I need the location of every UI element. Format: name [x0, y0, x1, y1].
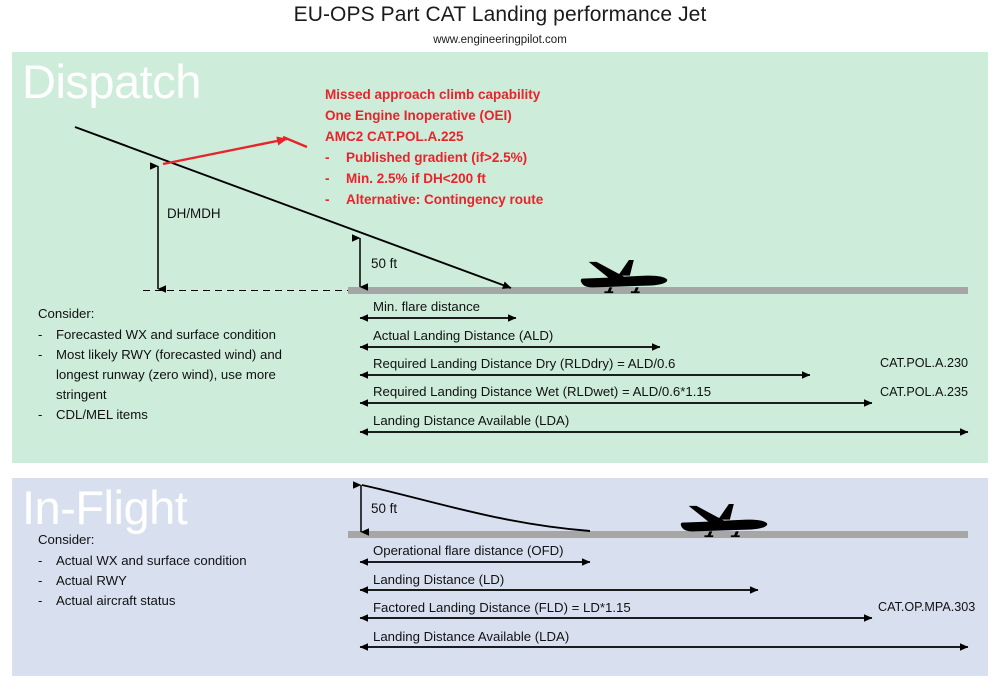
dimension-label-min-flare: Min. flare distance — [373, 299, 481, 314]
consider-item: - Actual RWY — [38, 571, 288, 591]
consider-item: - Actual aircraft status — [38, 591, 288, 611]
callout-line-1: Missed approach climb capability — [325, 87, 541, 102]
dimension-label-rlddry: Required Landing Distance Dry (RLDdry) =… — [373, 356, 676, 371]
dimension-label-ofd: Operational flare distance (OFD) — [373, 543, 564, 558]
regulation-ref-cat-pol-a-230: CAT.POL.A.230 — [880, 356, 968, 370]
consider-heading: Consider: — [38, 306, 95, 321]
bullet-dash: - — [38, 407, 43, 423]
consider-item: - Forecasted WX and surface condition — [38, 325, 288, 345]
bullet-dash: - — [38, 593, 43, 609]
consider-item: - Actual WX and surface condition — [38, 551, 288, 571]
dimension-label-ld: Landing Distance (LD) — [373, 572, 505, 587]
consider-item-text: Actual RWY — [56, 573, 127, 589]
glideslope-path — [74, 126, 512, 289]
callout-line-3: AMC2 CAT.POL.A.225 — [325, 128, 464, 144]
bullet-dash: - — [325, 191, 330, 207]
regulation-ref-cat-op-mpa-303: CAT.OP.MPA.303 — [878, 600, 976, 614]
dimension-label-rldwet: Required Landing Distance Wet (RLDwet) =… — [373, 384, 712, 399]
consider-item-text: Forecasted WX and surface condition — [56, 327, 276, 343]
missed-approach-callout: Missed approach climb capability One Eng… — [325, 85, 625, 211]
bullet-dash: - — [325, 149, 330, 165]
bullet-dash: - — [38, 573, 43, 589]
bullet-text: Min. 2.5% if DH<200 ft — [346, 170, 486, 186]
callout-line-2: One Engine Inoperative (OEI) — [325, 107, 512, 123]
regulation-ref-cat-pol-a-235: CAT.POL.A.235 — [880, 385, 968, 399]
inflight-section-heading: In-Flight — [22, 481, 188, 534]
consider-item-text: Most likely RWY (forecasted wind) and lo… — [56, 347, 282, 403]
fifty-ft-label-dispatch: 50 ft — [371, 256, 398, 271]
bullet-dash: - — [38, 553, 43, 569]
consider-item-text: CDL/MEL items — [56, 407, 148, 423]
consider-item-text: Actual WX and surface condition — [56, 553, 247, 569]
callout-bullet-1: - Published gradient (if>2.5%) — [325, 148, 625, 169]
dimension-label-lda-inflight: Landing Distance Available (LDA) — [373, 629, 570, 644]
consider-item-text: Actual aircraft status — [56, 593, 176, 609]
dimension-label-ald: Actual Landing Distance (ALD) — [373, 328, 554, 343]
dispatch-panel — [12, 52, 988, 463]
dispatch-section-heading: Dispatch — [22, 55, 201, 108]
runway-surface-inflight — [348, 531, 968, 538]
dimension-label-lda-dispatch: Landing Distance Available (LDA) — [373, 413, 570, 428]
dispatch-consider-list: Consider: - Forecasted WX and surface co… — [38, 304, 288, 425]
missed-approach-climb-arrow — [162, 136, 288, 166]
bullet-dash: - — [38, 347, 43, 363]
page-title: EU-OPS Part CAT Landing performance Jet — [293, 3, 707, 26]
airplane-silhouette-icon-inflight — [680, 503, 768, 538]
callout-bullet-3: - Alternative: Contingency route — [325, 190, 625, 211]
page-subtitle: www.engineeringpilot.com — [433, 34, 567, 46]
inflight-panel — [12, 478, 988, 676]
airplane-silhouette-icon-dispatch — [580, 259, 668, 294]
bullet-text: Published gradient (if>2.5%) — [346, 149, 528, 165]
dimension-label-fld: Factored Landing Distance (FLD) = LD*1.1… — [373, 600, 631, 615]
inflight-consider-list: Consider: - Actual WX and surface condit… — [38, 530, 288, 611]
consider-item: - CDL/MEL items — [38, 405, 288, 425]
runway-surface-dispatch — [348, 287, 968, 294]
bullet-text: Alternative: Contingency route — [346, 191, 544, 207]
bullet-dash: - — [325, 170, 330, 186]
fifty-ft-label-inflight: 50 ft — [371, 501, 398, 516]
dh-mdh-label: DH/MDH — [167, 206, 221, 221]
flare-path-curve — [361, 484, 591, 532]
consider-heading: Consider: — [38, 532, 95, 547]
consider-item: - Most likely RWY (forecasted wind) and … — [38, 345, 288, 405]
callout-bullet-2: - Min. 2.5% if DH<200 ft — [325, 169, 625, 190]
bullet-dash: - — [38, 327, 43, 343]
